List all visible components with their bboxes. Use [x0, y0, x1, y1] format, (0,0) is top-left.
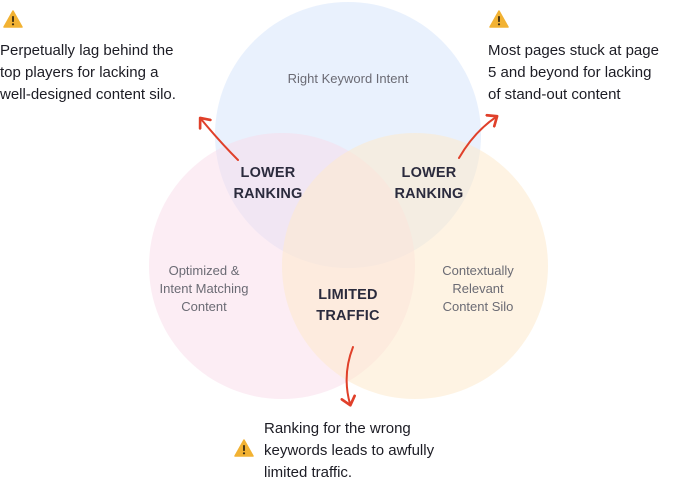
note-line: well-designed content silo. — [0, 86, 176, 103]
warning-icon — [234, 439, 254, 457]
warning-icon — [3, 10, 23, 28]
intersection-label-line: LIMITED — [318, 287, 378, 303]
circle-right-label: Contextually Relevant Content Silo — [423, 262, 533, 316]
intersection-label-line: RANKING — [394, 186, 464, 202]
note-line: 5 and beyond for lacking — [488, 64, 652, 81]
note-line: Ranking for the wrong — [264, 420, 411, 437]
note-bottom: Ranking for the wrong keywords leads to … — [264, 418, 494, 484]
note-line: limited traffic. — [264, 464, 353, 481]
circle-label-line: Right Keyword Intent — [287, 71, 409, 86]
warning-icon — [489, 10, 509, 28]
circle-label-line: Optimized & — [168, 263, 240, 278]
circle-label-line: Relevant — [452, 281, 504, 296]
note-line: of stand-out content — [488, 86, 621, 103]
note-top-right: Most pages stuck at page 5 and beyond fo… — [488, 40, 693, 106]
note-top-left: Perpetually lag behind the top players f… — [0, 40, 215, 106]
intersection-label-line: LOWER — [401, 165, 457, 181]
intersection-top-left-label: LOWER RANKING — [218, 163, 318, 205]
circle-label-line: Content Silo — [442, 299, 514, 314]
intersection-top-right-label: LOWER RANKING — [379, 163, 479, 205]
intersection-bottom-label: LIMITED TRAFFIC — [298, 285, 398, 327]
circle-label-line: Contextually — [442, 263, 514, 278]
intersection-label-line: LOWER — [240, 165, 296, 181]
note-line: keywords leads to awfully — [264, 442, 435, 459]
arrow-icon — [198, 116, 239, 161]
arrow-icon — [458, 113, 499, 159]
arrow-icon — [340, 346, 356, 407]
intersection-label-line: TRAFFIC — [316, 308, 380, 324]
note-line: Most pages stuck at page — [488, 42, 659, 59]
intersection-label-line: RANKING — [233, 186, 303, 202]
circle-label-line: Content — [181, 299, 227, 314]
circle-left-label: Optimized & Intent Matching Content — [149, 262, 259, 316]
circle-top-label: Right Keyword Intent — [248, 70, 448, 88]
circle-label-line: Intent Matching — [159, 281, 249, 296]
note-line: top players for lacking a — [0, 64, 159, 81]
note-line: Perpetually lag behind the — [0, 42, 174, 59]
circle-right — [282, 133, 548, 399]
